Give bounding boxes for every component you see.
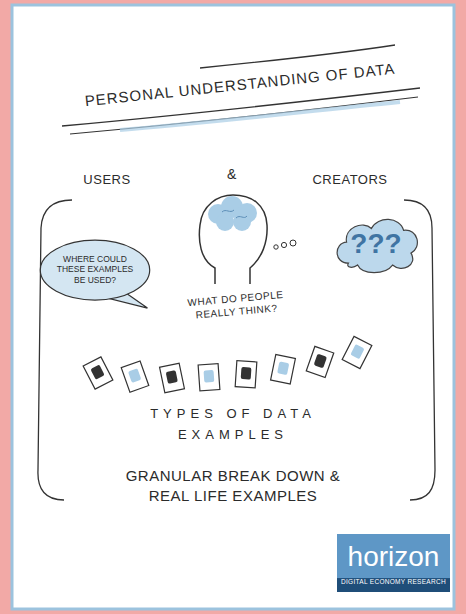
card-outline bbox=[160, 363, 185, 393]
brain-lobe bbox=[233, 213, 251, 231]
node-text: WHERE COULD THESE EXAMPLES BE USED? bbox=[52, 254, 138, 285]
brain-fold bbox=[222, 210, 247, 218]
arc-caption: TYPES OF DATA EXAMPLES bbox=[133, 404, 333, 446]
thought-dot bbox=[290, 240, 296, 246]
card-icon bbox=[314, 354, 327, 369]
logo-subtitle: DIGITAL ECONOMY RESEARCH bbox=[341, 578, 446, 585]
logo-box: horizonDIGITAL ECONOMY RESEARCH bbox=[337, 534, 450, 592]
card-outline bbox=[83, 357, 113, 389]
card-icon bbox=[204, 370, 215, 383]
card-icon bbox=[166, 370, 178, 384]
summary-note: GRANULAR BREAK DOWN & REAL LIFE EXAMPLES bbox=[108, 466, 358, 507]
cloud-outline bbox=[337, 219, 417, 272]
logo-word: horizon bbox=[348, 541, 440, 573]
card-icon bbox=[90, 365, 104, 380]
brain bbox=[208, 196, 257, 231]
data-card bbox=[342, 336, 372, 368]
logo-ground bbox=[337, 534, 450, 592]
speech-bubble-shape bbox=[38, 238, 152, 311]
card-icon bbox=[277, 361, 289, 375]
thought-cloud: ??? bbox=[330, 212, 422, 276]
node-text: ??? bbox=[350, 227, 401, 261]
thought-dot bbox=[274, 245, 278, 249]
banner-shade bbox=[120, 102, 400, 130]
data-card bbox=[160, 363, 185, 393]
card-outline bbox=[342, 336, 372, 368]
data-cards bbox=[83, 336, 372, 392]
card-frame bbox=[12, 5, 454, 609]
data-card bbox=[235, 361, 257, 388]
ampersand: & bbox=[220, 166, 244, 184]
card-icon bbox=[241, 367, 252, 380]
brain-lobe bbox=[216, 213, 234, 231]
card-outline bbox=[306, 346, 333, 377]
card-icon bbox=[128, 368, 141, 383]
card-icon bbox=[350, 344, 364, 359]
group-label: USERS bbox=[72, 172, 142, 188]
bubble-body bbox=[40, 240, 149, 300]
data-card bbox=[306, 346, 333, 377]
speech-bubble: WHERE COULD THESE EXAMPLES BE USED? bbox=[38, 238, 152, 311]
card-outline bbox=[235, 361, 257, 388]
thought-dot bbox=[281, 242, 286, 247]
data-card bbox=[198, 364, 220, 391]
card-outline bbox=[198, 364, 220, 391]
data-card bbox=[271, 354, 296, 383]
data-card bbox=[121, 361, 149, 392]
head-outline bbox=[199, 195, 267, 284]
logo-strip bbox=[337, 578, 450, 592]
data-card bbox=[83, 357, 113, 389]
group-label: CREATORS bbox=[300, 172, 400, 188]
card-outline bbox=[121, 361, 149, 392]
card-outline bbox=[271, 354, 296, 383]
